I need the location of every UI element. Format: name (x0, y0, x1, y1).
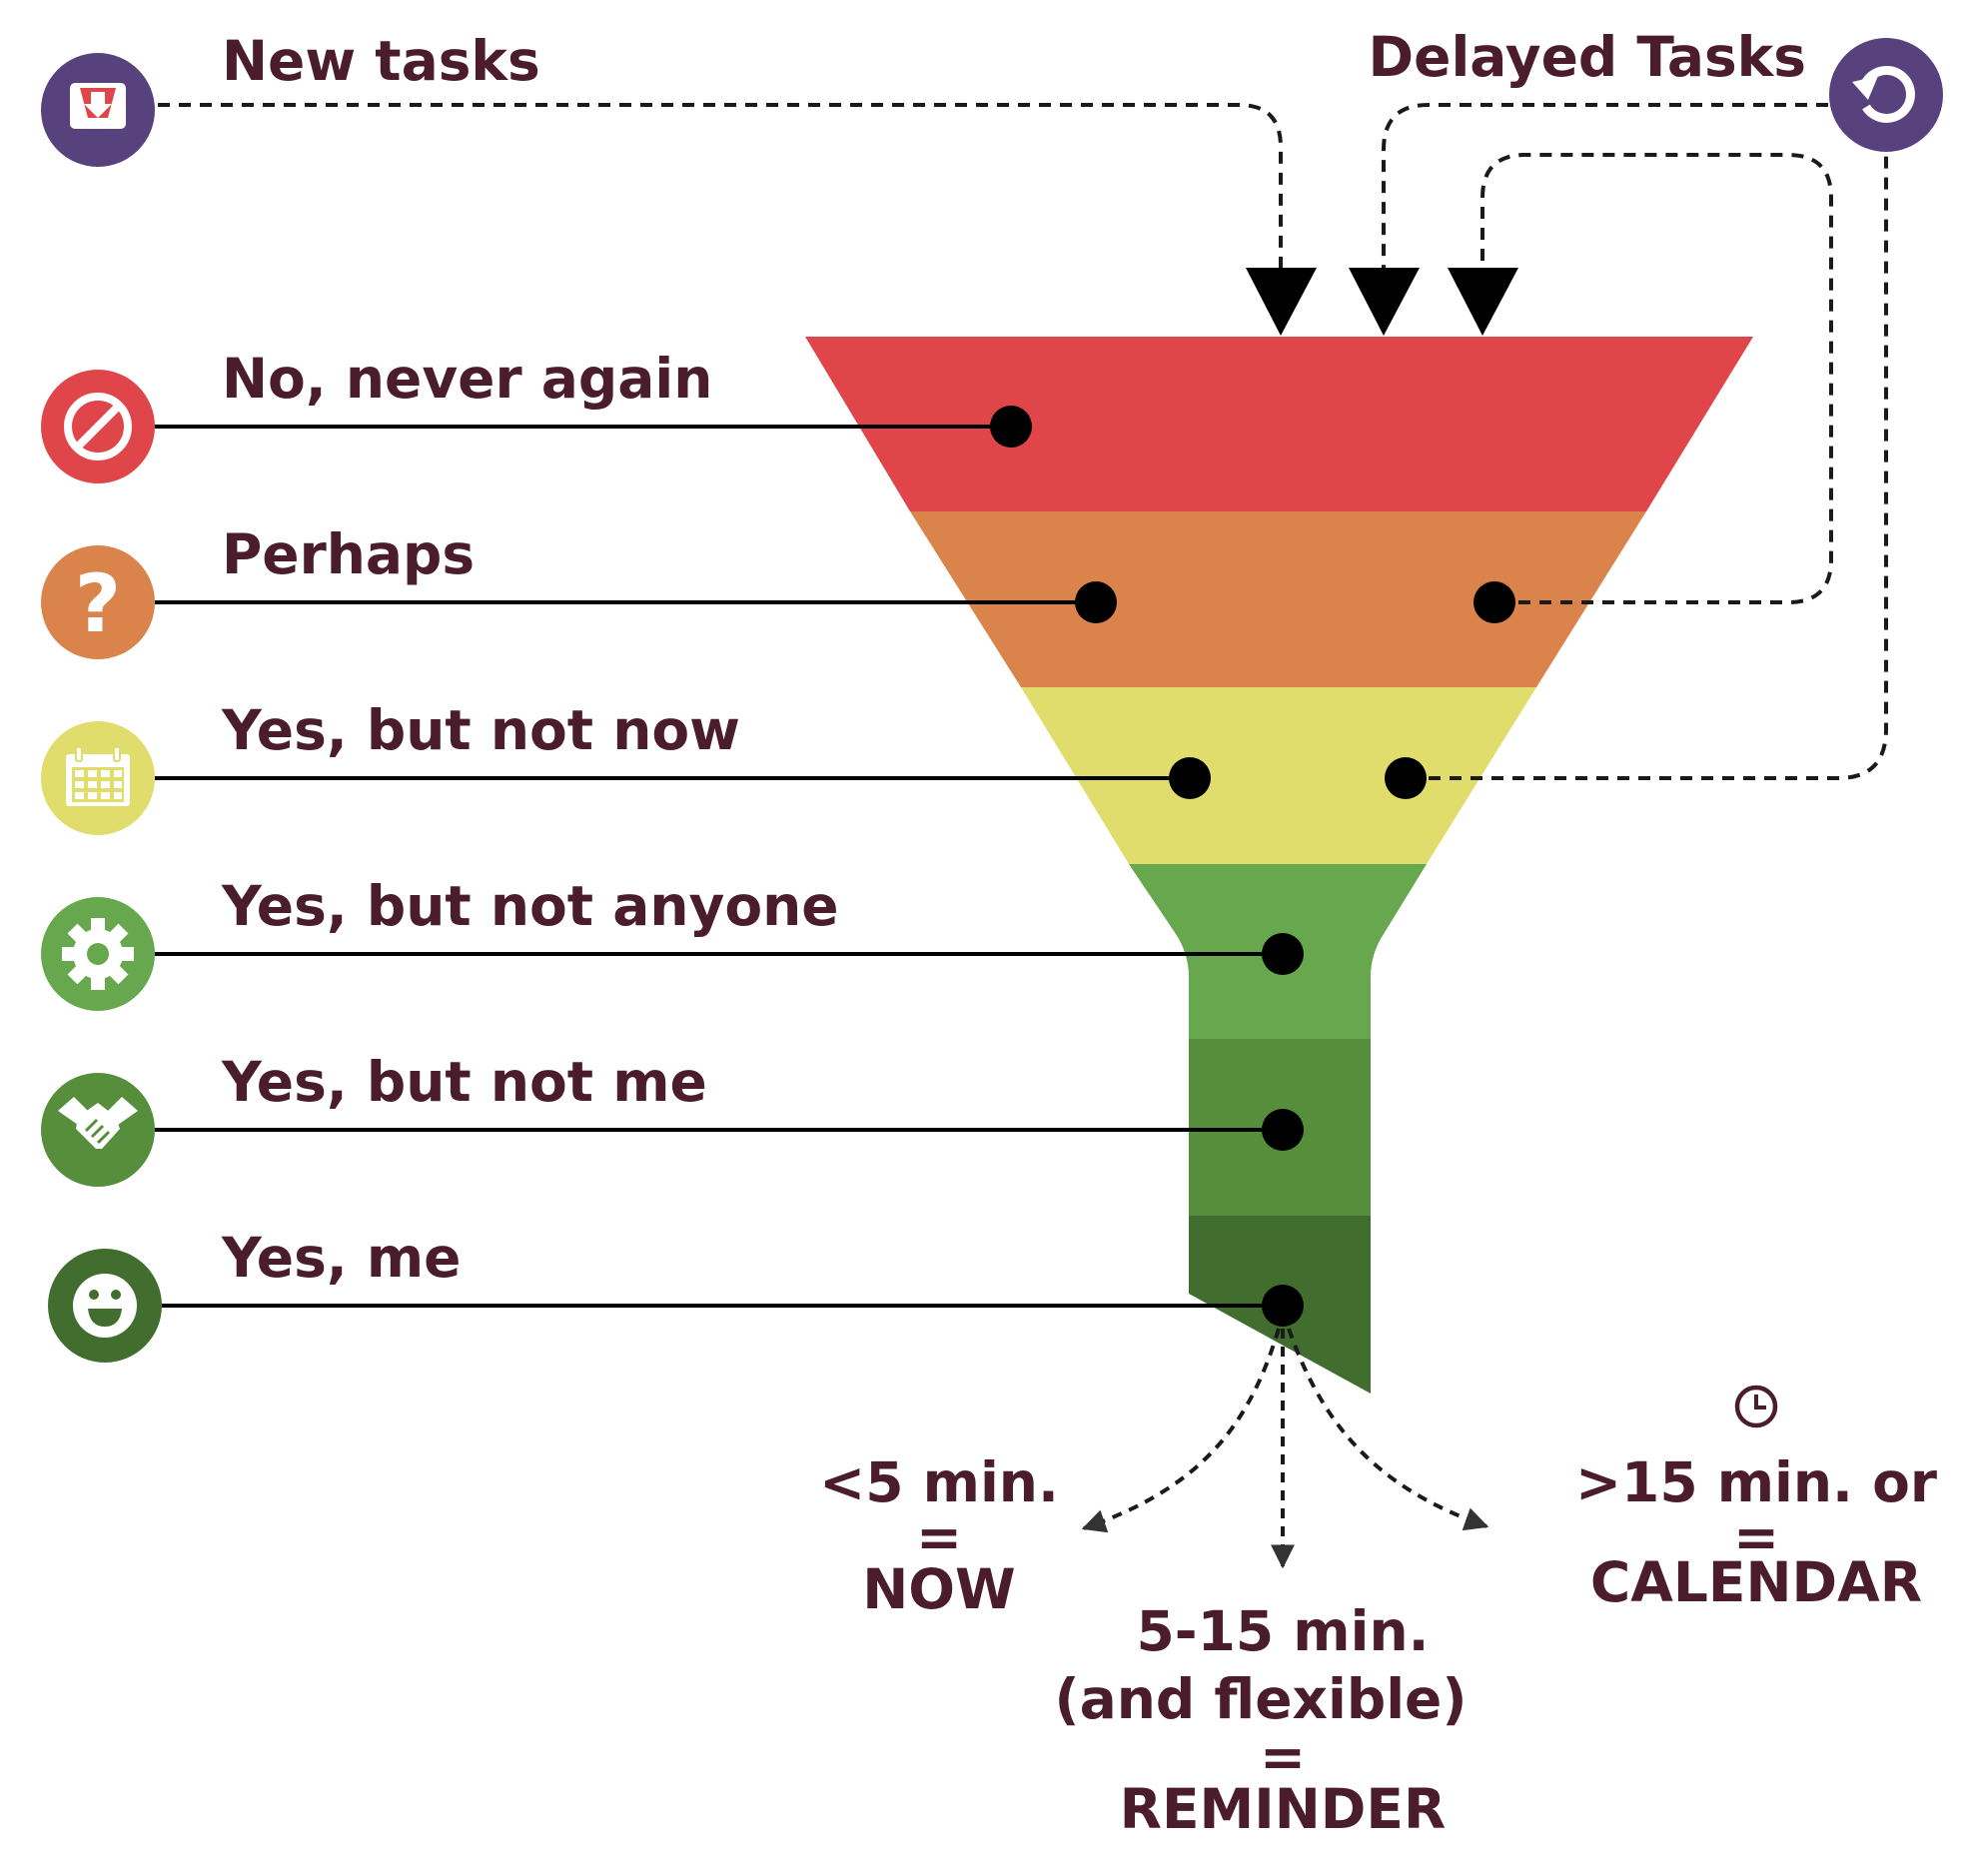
level-label-yes-me: Yes, me (221, 1226, 461, 1290)
calendar-icon (41, 721, 155, 835)
smiley-icon (48, 1249, 162, 1363)
arrowhead-new-tasks (1246, 268, 1317, 336)
perhaps-return-path (1480, 153, 1833, 604)
output-arrows (1081, 1328, 1489, 1569)
dot-perhaps-return (1473, 581, 1515, 623)
dot-yes-not-now-return (1385, 757, 1427, 799)
output-reminder-eq: = (1260, 1725, 1306, 1789)
new-tasks-icon (41, 53, 155, 167)
output-reminder-line1: 5-15 min. (1137, 1599, 1430, 1663)
level-label-yes-not-me: Yes, but not me (221, 1050, 707, 1114)
delayed-tasks-path (1382, 103, 1828, 270)
dot-yes-not-anyone (1262, 933, 1304, 975)
dots (990, 406, 1515, 1327)
output-now-line1: <5 min. (819, 1450, 1059, 1514)
dot-no-never-again (990, 406, 1032, 448)
level-label-no-never-again: No, never again (222, 347, 712, 411)
output-calendar-line2: CALENDAR (1590, 1550, 1922, 1614)
prohibited-icon (41, 370, 155, 483)
arrow-to-calendar (1287, 1328, 1489, 1531)
svg-text:?: ? (75, 557, 121, 650)
question-icon: ? (41, 545, 155, 659)
clock-icon (1734, 1385, 1778, 1428)
not-now-return-path (1429, 150, 1888, 780)
level-label-perhaps: Perhaps (222, 522, 475, 586)
level-label-yes-not-anyone: Yes, but not anyone (221, 874, 839, 938)
dot-yes-me (1262, 1285, 1304, 1327)
delayed-tasks-icon (1829, 38, 1943, 152)
new-tasks-label: New tasks (222, 29, 540, 93)
dot-perhaps (1075, 581, 1117, 623)
dot-yes-not-now (1169, 757, 1211, 799)
level-label-yes-not-now: Yes, but not now (221, 698, 740, 762)
arrowhead-delayed-1 (1349, 268, 1420, 336)
arrowhead-delayed-2 (1448, 268, 1518, 336)
output-calendar-line1: >15 min. or (1575, 1450, 1937, 1514)
output-reminder-line2: (and flexible) (1055, 1667, 1468, 1731)
leader-lines (155, 425, 1283, 1308)
funnel-band-no-never-again (805, 337, 1753, 511)
gear-icon (41, 897, 155, 1011)
output-reminder-line3: REMINDER (1120, 1777, 1447, 1841)
dot-yes-not-me (1262, 1109, 1304, 1151)
handshake-icon (41, 1073, 155, 1187)
funnel (805, 337, 1753, 1394)
input-arrows (158, 103, 1888, 780)
delayed-tasks-label: Delayed Tasks (1369, 25, 1807, 89)
arrow-to-now (1081, 1328, 1281, 1533)
output-now-line2: NOW (862, 1557, 1015, 1621)
funnel-band-yes-not-now (1021, 687, 1536, 864)
output-calendar-eq: = (1733, 1505, 1779, 1569)
funnel-band-perhaps (910, 511, 1646, 687)
output-now-eq: = (916, 1505, 962, 1569)
new-tasks-path (158, 103, 1283, 270)
